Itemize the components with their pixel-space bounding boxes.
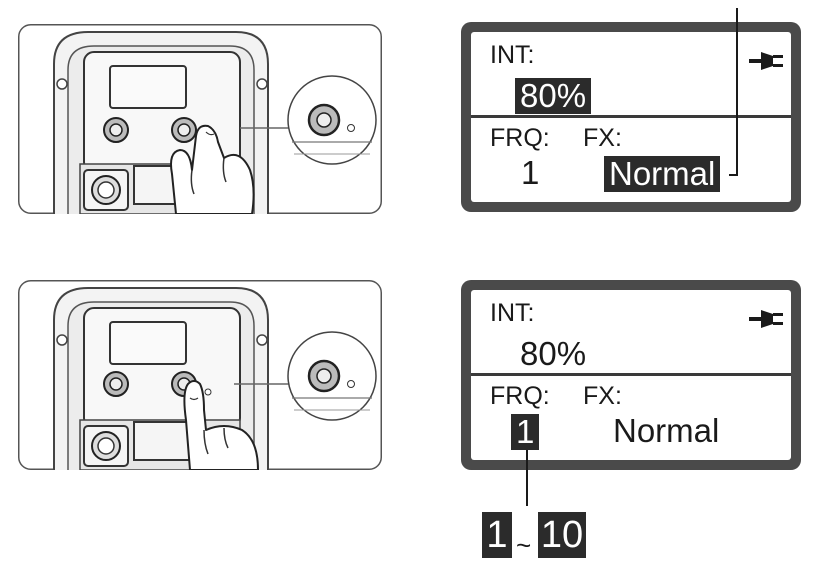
lcd-screen: INT: 80% FRQ: FX: 1 Normal (471, 290, 791, 460)
int-label: INT: (490, 41, 535, 69)
frq-value: 1 (511, 414, 540, 450)
frq-range-min: 1 (482, 512, 512, 558)
lcd-display-2: INT: 80% FRQ: FX: 1 Normal (461, 280, 801, 470)
frq-range-max: 10 (538, 512, 586, 558)
device-illustration-turn (18, 24, 382, 214)
frq-range-separator: ~ (516, 530, 532, 560)
int-label: INT: (490, 299, 535, 327)
callout-line-fx (736, 8, 738, 176)
fx-label: FX: (583, 382, 622, 410)
int-value: 80% (520, 335, 587, 372)
int-value: 80% (515, 78, 592, 114)
press-knob-icon (18, 280, 382, 470)
frq-label: FRQ: (490, 382, 550, 410)
callout-tick-fx (729, 174, 738, 176)
power-plug-icon (749, 52, 783, 70)
callout-line-frq (526, 450, 528, 506)
fx-value: Normal (604, 156, 721, 192)
lcd-display-1: INT: 80% FRQ: FX: 1 Normal (461, 22, 801, 212)
frq-value: 1 (521, 154, 540, 191)
power-plug-icon (749, 310, 783, 328)
fx-label: FX: (583, 124, 622, 152)
lcd-screen: INT: 80% FRQ: FX: 1 Normal (471, 32, 791, 202)
fx-value: Normal (613, 412, 720, 449)
lcd-divider (471, 115, 791, 118)
turn-knob-icon (18, 24, 382, 214)
lcd-divider (471, 373, 791, 376)
device-illustration-press (18, 280, 382, 470)
frq-label: FRQ: (490, 124, 550, 152)
